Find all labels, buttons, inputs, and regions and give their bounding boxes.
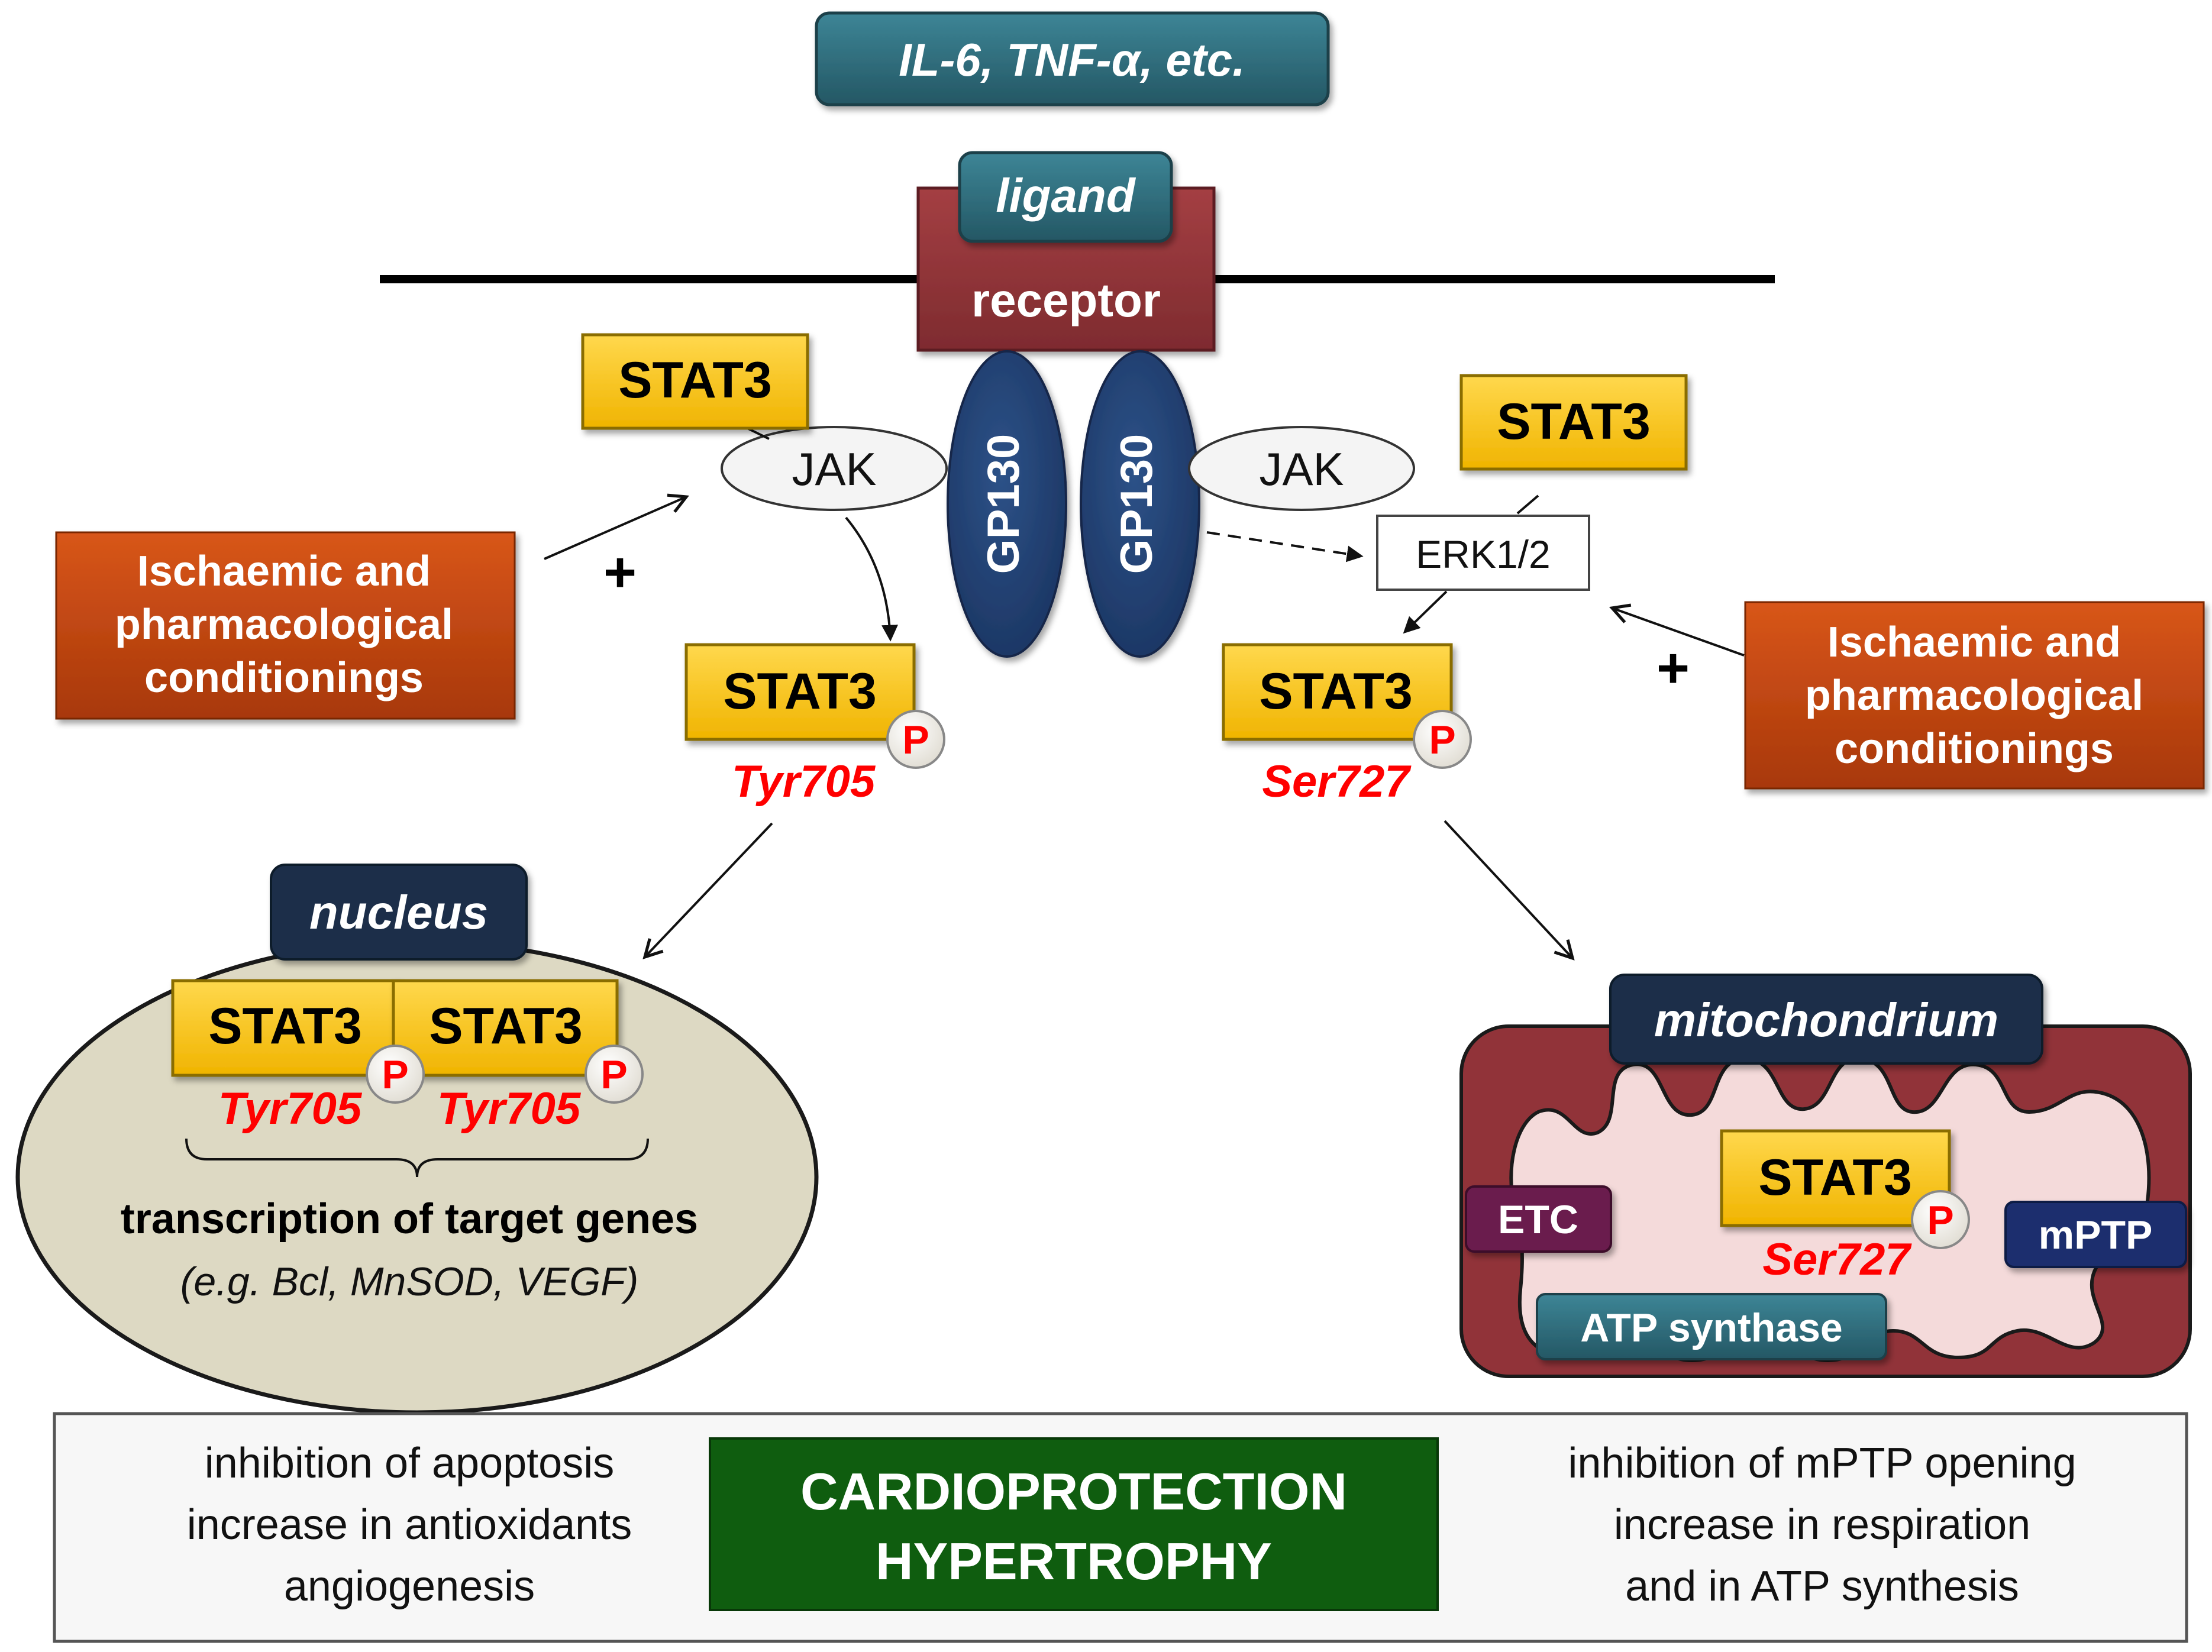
arrow-conditioning-left <box>544 497 686 560</box>
arrow-ser727-to-mitochondrion <box>1444 820 1572 958</box>
ligands-text: IL-6, TNF-α, etc. <box>899 34 1245 86</box>
phospho-label: P <box>1429 717 1455 762</box>
stat3-dimer: STAT3 STAT3 P P Tyr705 Tyr705 <box>171 979 644 1134</box>
arrow-jak-to-stat3-tyr705 <box>845 516 899 642</box>
etc-label: ETC <box>1498 1197 1578 1242</box>
conditionings-right-line3: conditionings <box>1835 725 2114 772</box>
stat3-label: STAT3 <box>208 998 362 1055</box>
receptor-label: receptor <box>971 274 1161 326</box>
conditionings-left-line2: pharmacological <box>115 601 453 648</box>
outcome-right-line1: inhibition of mPTP opening <box>1568 1440 2076 1487</box>
conditionings-box-right: Ischaemic and pharmacological conditioni… <box>1744 601 2205 790</box>
outcome-center-line1: CARDIOPROTECTION <box>800 1462 1347 1521</box>
erk-box: ERK1/2 <box>1376 515 1590 591</box>
etc-box: ETC <box>1465 1185 1612 1253</box>
conditionings-right-line2: pharmacological <box>1805 672 2143 719</box>
mitochondrion: mitochondrium STAT3 P Ser727 ETC mPTP AT… <box>1459 974 2192 1378</box>
nucleus-label-box: nucleus <box>270 864 528 961</box>
phospho-badge: P <box>1911 1190 1970 1249</box>
plus-sign-right: + <box>1656 636 1690 700</box>
curly-brace <box>185 1138 649 1178</box>
gp130-right-label: GP130 <box>1112 434 1162 574</box>
stat3-right-unphosphorylated: STAT3 <box>1459 374 1688 471</box>
nucleus-label: nucleus <box>309 886 488 939</box>
outcome-center-line2: HYPERTROPHY <box>876 1532 1272 1590</box>
phospho-label: P <box>600 1052 627 1097</box>
phospho-badge: P <box>1413 710 1472 769</box>
stat3-label: STAT3 <box>1758 1149 1912 1206</box>
stat3-erk-connector-right <box>1516 494 1539 515</box>
outcome-left-line2: increase in antioxidants <box>187 1501 632 1548</box>
plus-sign-left: + <box>603 541 637 604</box>
conditionings-right-line1: Ischaemic and <box>1827 619 2121 666</box>
atp-synthase-label: ATP synthase <box>1580 1305 1842 1350</box>
gp130-left-label: GP130 <box>979 434 1029 574</box>
tyr705-label: Tyr705 <box>732 757 876 807</box>
stat3-label: STAT3 <box>1259 663 1413 720</box>
transcription-label: transcription of target genes <box>121 1195 698 1243</box>
stat3-left-unphosphorylated: STAT3 <box>581 333 809 430</box>
mitochondrion-label-box: mitochondrium <box>1609 974 2043 1065</box>
mptp-label: mPTP <box>2039 1213 2153 1257</box>
stat3-p-tyr705: STAT3 P Tyr705 <box>684 643 945 807</box>
arrow-conditioning-right <box>1612 608 1745 657</box>
stat3-p-ser727-mito: STAT3 P Ser727 <box>1720 1129 1970 1285</box>
outcome-right-line2: increase in respiration <box>1614 1501 2030 1548</box>
jak-right: JAK <box>1188 426 1415 511</box>
cardioprotection-box: CARDIOPROTECTION HYPERTROPHY <box>709 1437 1439 1611</box>
conditionings-box-left: Ischaemic and pharmacological conditioni… <box>55 531 516 720</box>
ser727-label: Ser727 <box>1262 757 1412 807</box>
stat3-label: STAT3 <box>1497 393 1651 450</box>
stat3-label: STAT3 <box>723 663 877 720</box>
stat3-label: STAT3 <box>429 998 583 1055</box>
phospho-badge: P <box>886 710 945 769</box>
ser727-label: Ser727 <box>1762 1234 1912 1285</box>
erk-label: ERK1/2 <box>1416 532 1550 576</box>
outcome-left-line3: angiogenesis <box>284 1563 535 1610</box>
atp-synthase-box: ATP synthase <box>1536 1293 1887 1360</box>
phospho-badge: P <box>366 1045 425 1104</box>
phospho-badge: P <box>585 1045 644 1104</box>
arrow-erk-to-stat3-ser727 <box>1403 590 1448 634</box>
jak-left: JAK <box>721 426 948 511</box>
nucleus: nucleus STAT3 STAT3 P P Tyr705 Tyr705 tr… <box>15 864 819 1415</box>
outcome-left-line1: inhibition of apoptosis <box>205 1440 614 1487</box>
tyr705-label: Tyr705 <box>437 1084 582 1134</box>
ligands-box: IL-6, TNF-α, etc. <box>815 11 1330 106</box>
arrow-gp130-to-erk-dashed <box>1206 531 1364 562</box>
ligand-label: ligand <box>996 169 1136 222</box>
stat3-p-ser727: STAT3 P Ser727 <box>1222 643 1472 807</box>
ligand-box: ligand <box>958 151 1173 243</box>
stat3-label: STAT3 <box>618 352 772 409</box>
tyr705-label: Tyr705 <box>218 1084 363 1134</box>
conditionings-left-line1: Ischaemic and <box>137 548 431 595</box>
transcription-example: (e.g. Bcl, MnSOD, VEGF) <box>180 1259 639 1304</box>
outcomes-panel: inhibition of apoptosis increase in anti… <box>53 1412 2188 1643</box>
gp130-right: GP130 <box>1080 350 1200 658</box>
outcome-right-line3: and in ATP synthesis <box>1625 1563 2019 1610</box>
mptp-box: mPTP <box>2004 1201 2187 1268</box>
phospho-label: P <box>382 1052 408 1097</box>
jak-left-label: JAK <box>792 443 876 495</box>
conditionings-left-line3: conditionings <box>144 654 424 701</box>
phospho-label: P <box>1927 1198 1953 1243</box>
arrow-tyr705-to-nucleus <box>645 822 773 957</box>
jak-right-label: JAK <box>1259 443 1344 495</box>
phospho-label: P <box>902 717 929 762</box>
mitochondrion-label: mitochondrium <box>1654 994 1998 1046</box>
gp130-left: GP130 <box>947 350 1067 658</box>
